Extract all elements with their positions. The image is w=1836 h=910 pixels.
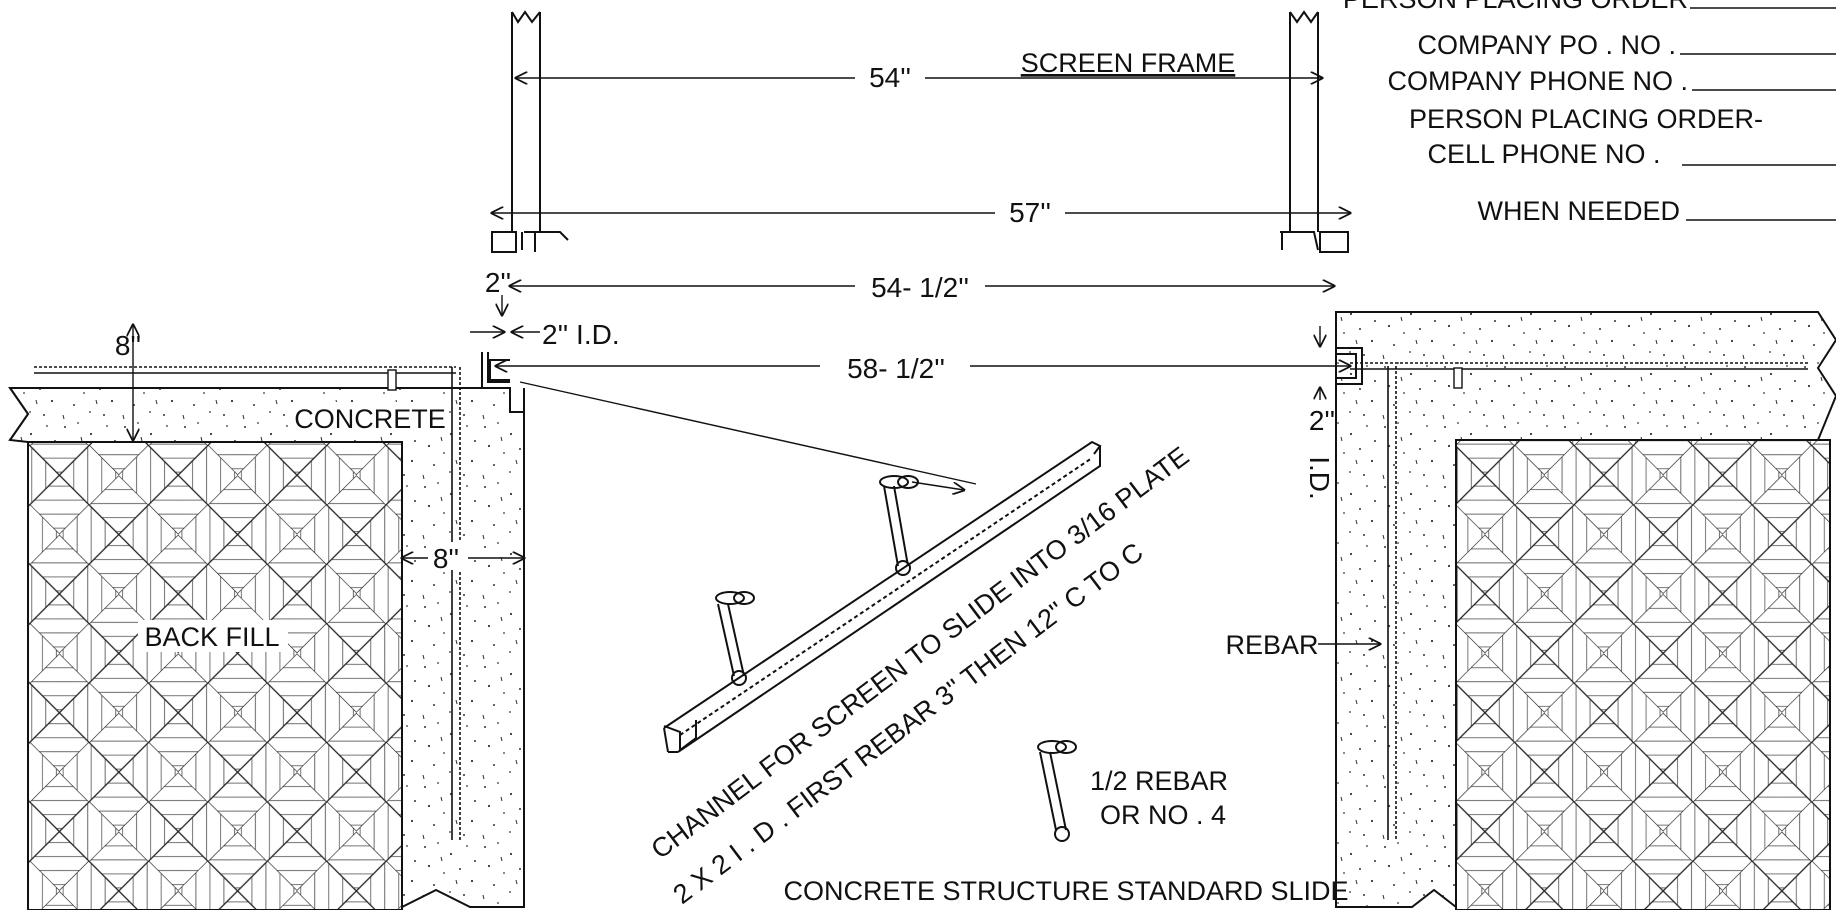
dim-id-right-bottom: I.D. <box>1304 456 1335 500</box>
dim-54: 54'' <box>869 62 911 93</box>
person-cell-label-1: PERSON PLACING ORDER- <box>1409 104 1763 134</box>
order-form: PERSON PLACING ORDER COMPANY PO . NO . C… <box>1343 0 1836 226</box>
channel-body <box>663 440 1102 753</box>
back-fill-label: BACK FILL <box>144 622 279 652</box>
screen-left-post <box>511 10 541 232</box>
rebar-stud-1 <box>715 591 755 686</box>
rebar-legend-line1: 1/2 REBAR <box>1090 766 1228 796</box>
left-channel <box>481 352 510 389</box>
when-needed-label: WHEN NEEDED <box>1477 196 1680 226</box>
screen-frame: 54'' SCREEN FRAME 57'' <box>491 10 1350 253</box>
left-backfill <box>27 439 403 910</box>
dim-id-right-top: 2'' <box>1309 405 1335 436</box>
screen-right-post <box>1289 10 1319 232</box>
drawing-title: CONCRETE STRUCTURE STANDARD SLIDE <box>783 876 1348 906</box>
dim-54-half: 54- 1/2'' 2'' <box>485 267 1334 303</box>
rebar-stud-2 <box>879 475 919 576</box>
concrete-label: CONCRETE <box>294 404 446 434</box>
person-cell-label-2: CELL PHONE NO . <box>1427 139 1660 169</box>
screen-frame-label: SCREEN FRAME <box>1021 48 1236 78</box>
right-channel <box>1336 347 1363 385</box>
dim-58-half-text: 58- 1/2'' <box>847 353 945 384</box>
dim-57: 57'' <box>1009 197 1051 228</box>
screen-left-foot <box>491 231 569 253</box>
left-concrete-structure: 8'' 8'' 2'' I.D. CONCRETE BACK FILL <box>8 295 620 910</box>
rebar-legend: 1/2 REBAR OR NO . 4 <box>1037 740 1228 842</box>
right-slab-and-wall <box>1335 311 1836 910</box>
channel-leader <box>519 381 977 485</box>
rebar-legend-line2: OR NO . 4 <box>1100 800 1226 830</box>
right-concrete-structure: 2'' I.D. REBAR <box>1222 311 1836 910</box>
dim-slab-8: 8'' <box>115 330 141 361</box>
channel-detail: CHANNEL FOR SCREEN TO SLIDE INTO 3/16 PL… <box>519 381 1194 910</box>
dim-wall-8: 8'' <box>433 543 459 574</box>
right-backfill <box>1455 439 1831 910</box>
dim-edge-2: 2'' <box>485 267 511 298</box>
company-phone-label: COMPANY PHONE NO . <box>1387 66 1688 96</box>
rebar-label: REBAR <box>1225 630 1318 660</box>
person-placing-order-label: PERSON PLACING ORDER <box>1343 0 1688 14</box>
dim-id-left: 2'' I.D. <box>542 319 620 350</box>
dim-58-half: 58- 1/2'' <box>496 350 1350 384</box>
screen-right-foot <box>1280 231 1349 253</box>
dim-54-half-text: 54- 1/2'' <box>871 272 969 303</box>
company-po-label: COMPANY PO . NO . <box>1417 30 1676 60</box>
